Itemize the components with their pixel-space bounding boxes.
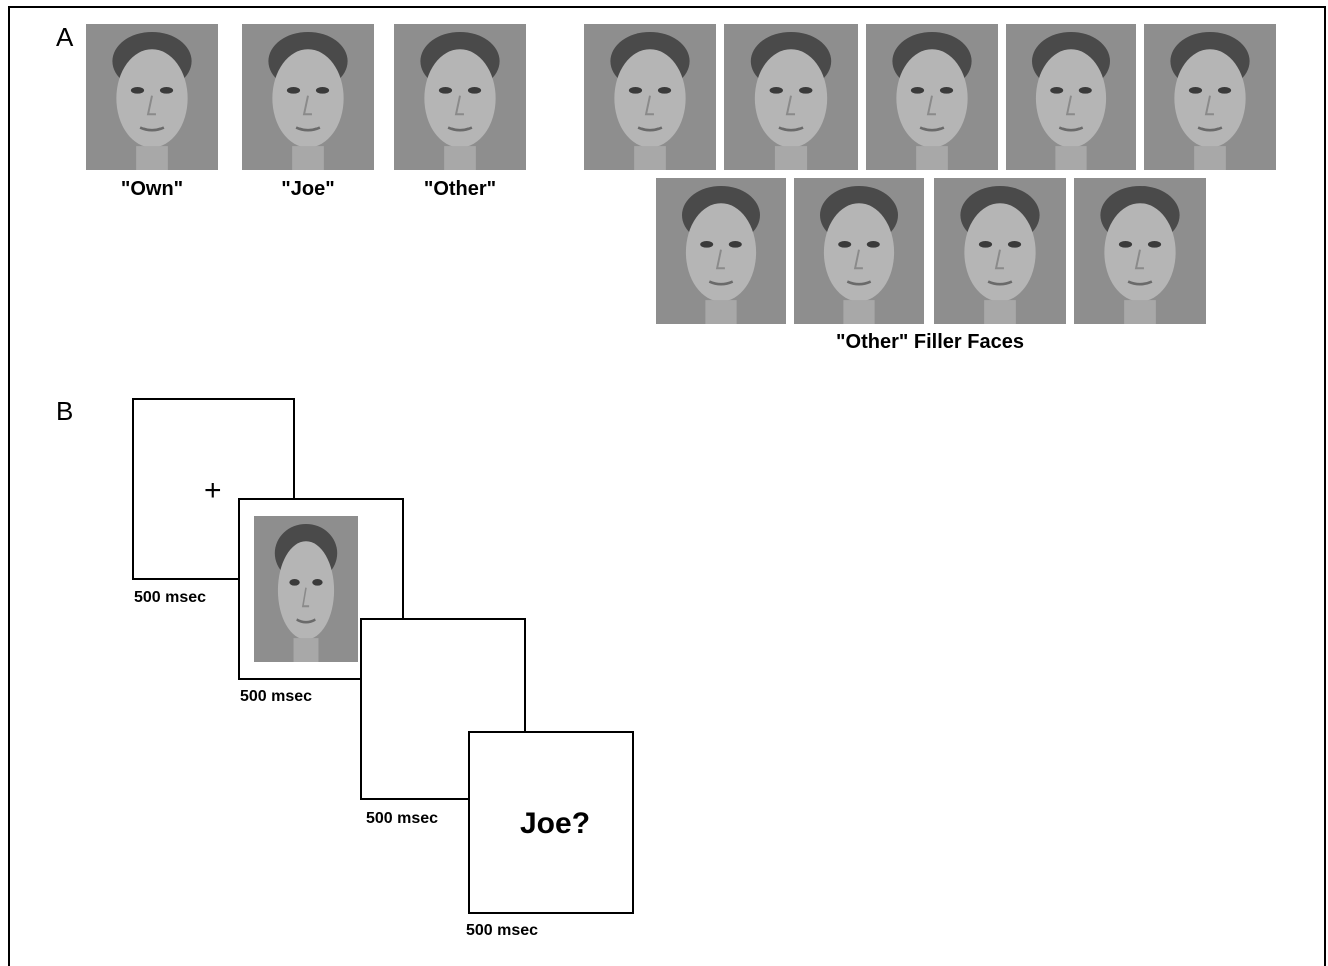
timing-blank: 500 msec (366, 810, 439, 827)
question-screen: Joe? (468, 731, 634, 914)
face-photo-stimulus (254, 516, 358, 662)
face-screen (238, 498, 404, 680)
question-text: Joe? (520, 807, 591, 840)
caption-own: "Own" (120, 178, 184, 200)
timing-face: 500 msec (240, 688, 313, 705)
panel-a-letter: A (56, 22, 74, 52)
filler-face-9 (1074, 178, 1206, 324)
filler-face-3 (866, 24, 998, 170)
filler-face-1 (584, 24, 716, 170)
filler-face-6 (656, 178, 786, 324)
caption-other: "Other" (423, 178, 497, 200)
filler-face-7 (794, 178, 924, 324)
face-photo-other (394, 24, 526, 170)
face-photo-own (86, 24, 218, 170)
timing-fixation: 500 msec (134, 589, 207, 606)
filler-face-4 (1006, 24, 1136, 170)
caption-joe: "Joe" (281, 178, 335, 200)
fixation-cross: + (204, 474, 222, 507)
filler-face-2 (724, 24, 858, 170)
timing-question: 500 msec (466, 922, 539, 939)
face-photo-joe (242, 24, 374, 170)
filler-face-5 (1144, 24, 1276, 170)
panel-b-letter: B (56, 396, 74, 426)
figure-frame (8, 6, 1326, 966)
caption-filler-faces: "Other" Filler Faces (836, 331, 1024, 353)
filler-face-8 (934, 178, 1066, 324)
